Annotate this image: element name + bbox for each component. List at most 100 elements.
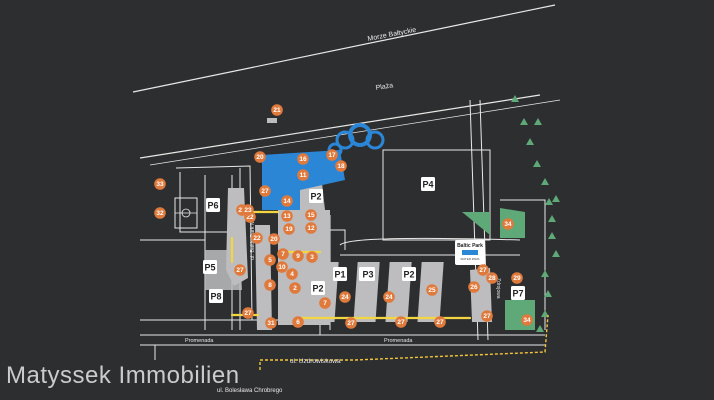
map-pin-33: 33	[154, 178, 166, 190]
map-pin-34: 34	[502, 218, 514, 230]
svg-text:2: 2	[293, 285, 297, 292]
svg-text:4: 4	[290, 271, 294, 278]
svg-text:8: 8	[268, 282, 272, 289]
tree-markers	[511, 95, 560, 332]
map-pin-16: 16	[297, 153, 309, 165]
map-pin-26: 26	[468, 281, 480, 293]
svg-text:25: 25	[428, 287, 436, 294]
watermark-text: Matyssek Immobilien	[6, 362, 240, 389]
map-pin-10: 10	[276, 261, 288, 273]
parking-p2: P2	[402, 267, 416, 281]
map-pin-5: 5	[264, 254, 276, 266]
svg-text:27: 27	[397, 319, 405, 326]
svg-text:9: 9	[296, 253, 300, 260]
baltic-park-sign: Baltic Park WATER PARK	[455, 240, 485, 265]
green-areas	[462, 208, 535, 330]
map-pin-27: 27	[477, 264, 489, 276]
map-pin-14: 14	[281, 195, 293, 207]
svg-text:14: 14	[283, 198, 291, 205]
svg-text:5: 5	[268, 257, 272, 264]
map-pin-27: 27	[345, 317, 357, 329]
zdrojowa-label: Zdrojowa	[495, 278, 501, 299]
buildings	[205, 165, 492, 330]
svg-text:P8: P8	[210, 292, 221, 302]
map-pin-31: 31	[265, 317, 277, 329]
svg-text:P4: P4	[422, 180, 433, 190]
svg-text:24: 24	[341, 294, 349, 301]
svg-text:11: 11	[300, 172, 307, 179]
beach-hut	[267, 118, 277, 123]
uzdrowiskowa-label: ul. Uzdrowiskowa	[290, 358, 341, 365]
map-pin-7: 7	[319, 297, 331, 309]
svg-text:27: 27	[347, 320, 355, 327]
map-pin-9: 9	[292, 250, 304, 262]
map-pin-19: 19	[283, 223, 295, 235]
parking-p1: P1	[333, 267, 347, 281]
svg-text:34: 34	[523, 317, 531, 324]
map-pin-28: 28	[486, 272, 498, 284]
svg-text:P2: P2	[310, 192, 321, 202]
route-to-uzdrowiskowa	[259, 314, 549, 370]
svg-text:P3: P3	[362, 270, 373, 280]
svg-text:32: 32	[156, 210, 164, 217]
baltic-park-subtitle: WATER PARK	[460, 257, 479, 261]
svg-text:27: 27	[483, 313, 491, 320]
map-pin-21: 21	[271, 104, 283, 116]
map-pin-7: 7	[277, 248, 289, 260]
promenade-right-label: Promenada	[384, 338, 413, 344]
map-pin-24: 24	[339, 291, 351, 303]
parking-markers: P1P2P3P4P5P6P7P8P2P3P2	[203, 177, 525, 303]
svg-text:P6: P6	[207, 201, 218, 211]
map-pin-27: 27	[434, 316, 446, 328]
svg-text:P2: P2	[403, 270, 414, 280]
svg-text:22: 22	[246, 214, 254, 221]
svg-text:27: 27	[261, 188, 269, 195]
svg-text:26: 26	[470, 284, 478, 291]
svg-text:18: 18	[337, 163, 345, 170]
parking-p7: P7	[511, 286, 525, 300]
svg-text:15: 15	[307, 212, 315, 219]
map-pin-27: 27	[481, 310, 493, 322]
map-pin-20: 20	[268, 233, 280, 245]
map-pin-27: 27	[242, 307, 254, 319]
map-pin-29: 29	[511, 272, 523, 284]
svg-text:P7: P7	[512, 289, 523, 299]
beach-label: Plaża	[375, 82, 393, 92]
svg-text:31: 31	[267, 320, 275, 327]
svg-text:16: 16	[299, 156, 307, 163]
map-pin-13: 13	[281, 210, 293, 222]
map-pin-25: 25	[426, 284, 438, 296]
svg-text:33: 33	[156, 181, 164, 188]
map-pin-34: 34	[521, 314, 533, 326]
parking-p6: P6	[206, 198, 220, 212]
svg-text:3: 3	[310, 254, 314, 261]
promenade-left-label: Promenada	[185, 338, 214, 344]
svg-text:28: 28	[488, 275, 496, 282]
svg-text:22: 22	[253, 235, 261, 242]
parking-p2: P2	[309, 189, 323, 203]
svg-text:6: 6	[296, 319, 300, 326]
svg-text:29: 29	[513, 275, 521, 282]
map-pin-12: 12	[305, 222, 317, 234]
svg-text:20: 20	[270, 236, 278, 243]
map-pin-20: 20	[254, 151, 266, 163]
svg-text:27: 27	[236, 267, 244, 274]
parking-p5: P5	[203, 260, 217, 274]
map-pin-8: 8	[264, 279, 276, 291]
svg-text:34: 34	[504, 221, 512, 228]
map-pin-6: 6	[292, 316, 304, 328]
coastline-lines	[132, 4, 561, 166]
svg-text:13: 13	[283, 213, 291, 220]
svg-text:12: 12	[307, 225, 315, 232]
map-pin-18: 18	[335, 160, 347, 172]
svg-text:17: 17	[328, 152, 336, 159]
baltic-park-title: Baltic Park	[457, 243, 483, 249]
svg-text:P1: P1	[334, 270, 345, 280]
map-pin-27: 27	[234, 264, 246, 276]
svg-text:27: 27	[436, 319, 444, 326]
svg-text:7: 7	[281, 251, 285, 258]
map-pin-17: 17	[326, 149, 338, 161]
map-pin-22: 22	[251, 232, 263, 244]
svg-text:21: 21	[273, 107, 281, 114]
